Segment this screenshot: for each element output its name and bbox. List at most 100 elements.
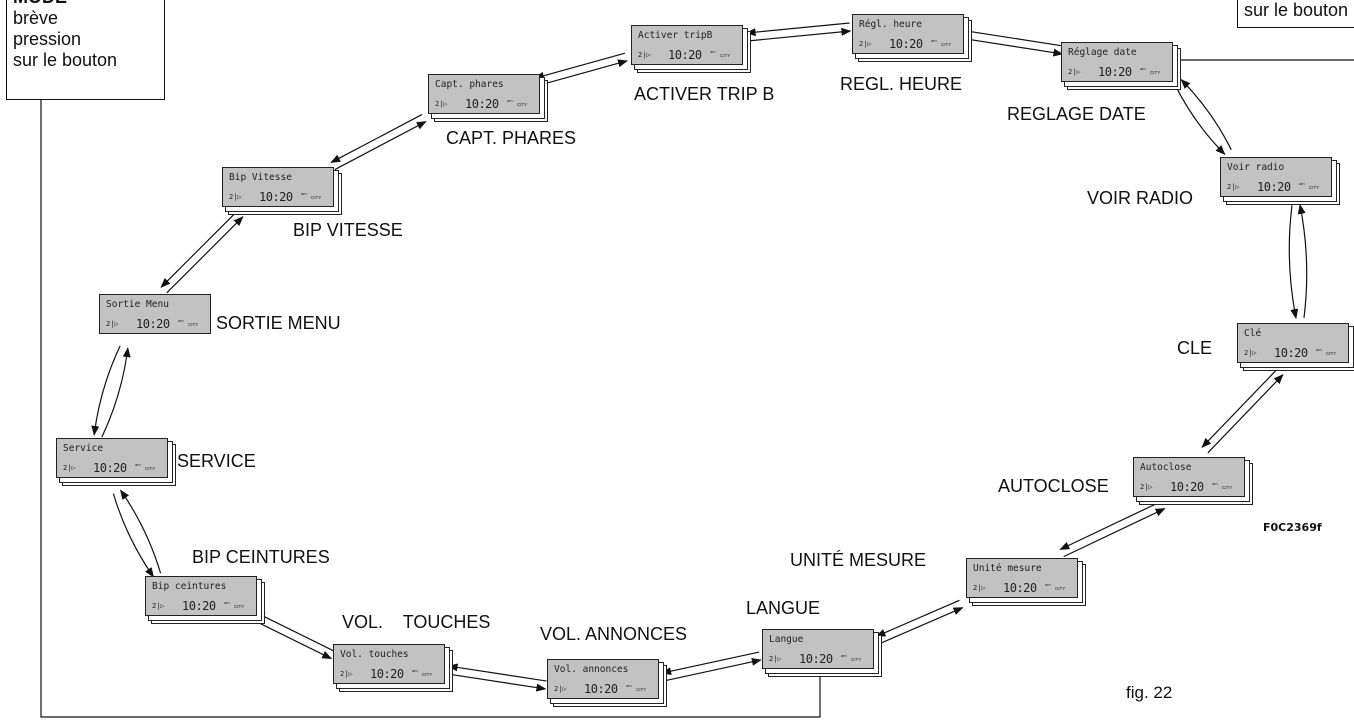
screen-autoclose: Autoclose 2|▷ 10:20 am CITY: [1133, 457, 1253, 505]
screen-bip-ceintures: Bip ceintures 2|▷ 10:20 am CITY: [145, 576, 265, 624]
screen-face: Bip ceintures 2|▷ 10:20 am CITY: [145, 576, 257, 616]
am-indicator: am: [178, 318, 184, 323]
status-row: 2|▷ 10:20 am CITY: [1227, 180, 1327, 194]
mode-line-3: sur le bouton: [13, 50, 118, 70]
status-row: 2|▷ 10:20 am CITY: [340, 667, 440, 681]
backward-arrow: [330, 113, 423, 163]
screen-text: Activer tripB: [638, 30, 713, 41]
mode-line-1: brève: [13, 8, 59, 28]
city-indicator: CITY: [1309, 185, 1320, 190]
screen-vol-touches: Vol. touches 2|▷ 10:20 am CITY: [333, 644, 453, 692]
screen-text: Réglage date: [1068, 47, 1137, 58]
label-unite-mesure: UNITÉ MESURE: [790, 550, 927, 570]
screen-text: Vol. touches: [340, 649, 409, 660]
screen-face: Voir radio 2|▷ 10:20 am CITY: [1220, 157, 1332, 197]
mode-heading: MODE: [13, 0, 158, 8]
screen-text: Langue: [769, 634, 804, 645]
backward-arrow: [1297, 203, 1308, 318]
city-indicator: CITY: [851, 657, 862, 662]
clock-readout: 10:20: [1257, 180, 1291, 194]
clock-readout: 10:20: [1274, 346, 1308, 360]
screen-text: Clé: [1244, 328, 1262, 339]
trip-indicator-icon: 2|▷: [1068, 68, 1081, 76]
am-indicator: am: [626, 683, 632, 688]
screen-text: Service: [63, 443, 104, 454]
label-service: SERVICE: [177, 451, 256, 471]
forward-arrow: [536, 59, 629, 87]
backward-arrow: [1063, 508, 1166, 558]
label-vol-touches: VOL. TOUCHES: [342, 612, 491, 632]
trip-indicator-icon: 2|▷: [229, 193, 242, 201]
label-regl-heure: REGL. HEURE: [840, 74, 963, 94]
city-indicator: CITY: [188, 322, 199, 327]
clock-readout: 10:20: [799, 652, 833, 666]
city-indicator: CITY: [1055, 586, 1066, 591]
status-row: 2|▷ 10:20 am CITY: [229, 190, 329, 204]
label-bip-ceintures: BIP CEINTURES: [192, 547, 330, 567]
forward-arrow: [1059, 500, 1162, 550]
status-row: 2|▷ 10:20 am CITY: [859, 37, 959, 51]
backward-arrow: [91, 345, 121, 436]
screen-text: Unité mesure: [973, 563, 1042, 574]
mode-box: MODE brève pression sur le bouton: [6, 0, 165, 100]
screen-face: Unité mesure 2|▷ 10:20 am CITY: [966, 558, 1078, 598]
backward-arrow: [879, 607, 964, 645]
screen-langue: Langue 2|▷ 10:20 am CITY: [762, 629, 882, 677]
screen-text: Capt. phares: [435, 79, 504, 90]
forward-arrow: [959, 37, 1064, 57]
backward-arrow: [663, 657, 762, 682]
screen-face: Capt. phares 2|▷ 10:20 am CITY: [428, 74, 540, 114]
mode-heading-clip: MODE: [13, 0, 158, 8]
trip-indicator-icon: 2|▷: [63, 464, 76, 472]
label-bip-vitesse: BIP VITESSE: [293, 220, 403, 240]
status-row: 2|▷ 10:20 am CITY: [554, 682, 654, 696]
screen-text: Régl. heure: [859, 19, 922, 30]
label-langue: LANGUE: [746, 598, 821, 618]
figure-caption: fig. 22: [1126, 683, 1173, 702]
screen-face: Langue 2|▷ 10:20 am CITY: [762, 629, 874, 669]
am-indicator: am: [1316, 347, 1322, 352]
city-indicator: CITY: [311, 195, 322, 200]
screen-face: Réglage date 2|▷ 10:20 am CITY: [1061, 42, 1173, 82]
backward-arrow: [959, 27, 1064, 47]
screen-face: Vol. touches 2|▷ 10:20 am CITY: [333, 644, 445, 684]
trip-indicator-icon: 2|▷: [1140, 483, 1153, 491]
clock-readout: 10:20: [465, 97, 499, 111]
clock-readout: 10:20: [136, 317, 170, 331]
clock-readout: 10:20: [370, 667, 404, 681]
trip-indicator-icon: 2|▷: [435, 100, 448, 108]
backward-arrow: [1180, 78, 1232, 150]
screen-face: Sortie Menu 2|▷ 10:20 am CITY: [99, 294, 211, 334]
backward-arrow: [251, 619, 333, 660]
trip-indicator-icon: 2|▷: [638, 51, 651, 59]
city-indicator: CITY: [720, 53, 731, 58]
city-indicator: CITY: [517, 102, 528, 107]
label-capt-phares: CAPT. PHARES: [446, 128, 577, 148]
label-sortie-menu: SORTIE MENU: [216, 313, 341, 333]
label-voir-radio: VOIR RADIO: [1087, 188, 1194, 208]
status-row: 2|▷ 10:20 am CITY: [1068, 65, 1168, 79]
am-indicator: am: [1140, 66, 1146, 71]
figure-code: F0C2369f: [1263, 521, 1322, 534]
backward-arrow: [1207, 374, 1284, 454]
city-indicator: CITY: [1326, 351, 1337, 356]
status-row: 2|▷ 10:20 am CITY: [973, 581, 1073, 595]
mode-right-line-text: sur le bouton: [1244, 0, 1349, 20]
screen-face: Régl. heure 2|▷ 10:20 am CITY: [852, 14, 964, 54]
am-indicator: am: [1212, 481, 1218, 486]
screen-voir-radio: Voir radio 2|▷ 10:20 am CITY: [1220, 157, 1340, 205]
clock-readout: 10:20: [584, 682, 618, 696]
screen-cle: Clé 2|▷ 10:20 am CITY: [1237, 323, 1354, 371]
screen-unite-mesure: Unité mesure 2|▷ 10:20 am CITY: [966, 558, 1086, 606]
city-indicator: CITY: [636, 687, 647, 692]
clock-readout: 10:20: [93, 461, 127, 475]
clock-readout: 10:20: [668, 48, 702, 62]
clock-readout: 10:20: [1098, 65, 1132, 79]
am-indicator: am: [710, 49, 716, 54]
trip-indicator-icon: 2|▷: [1244, 349, 1257, 357]
am-indicator: am: [135, 462, 141, 467]
screen-capt-phares: Capt. phares 2|▷ 10:20 am CITY: [428, 74, 548, 122]
screen-text: Sortie Menu: [106, 299, 169, 310]
